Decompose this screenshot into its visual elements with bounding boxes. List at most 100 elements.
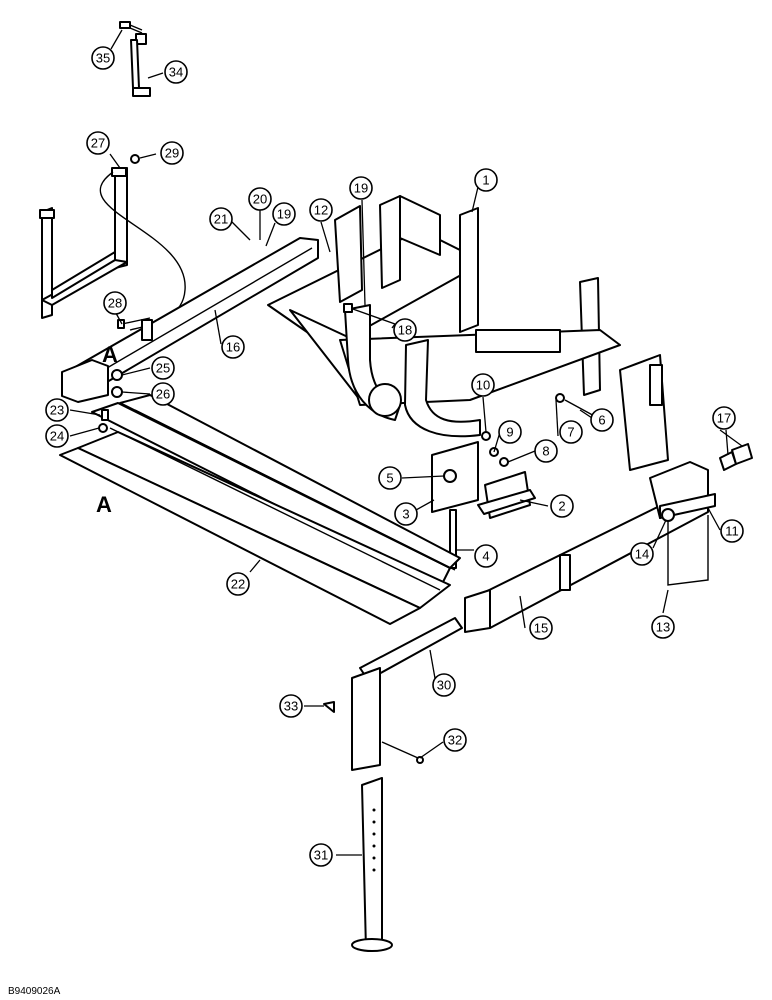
part-25-26-nuts: [111, 369, 123, 398]
callout-29: 29: [160, 141, 184, 165]
svg-text:5: 5: [386, 471, 393, 486]
svg-text:15: 15: [534, 621, 548, 636]
svg-text:16: 16: [226, 340, 240, 355]
svg-text:9: 9: [506, 425, 513, 440]
part-16-support-arm: [61, 237, 319, 403]
part-12-curved-leg: [344, 304, 481, 438]
svg-text:30: 30: [437, 678, 451, 693]
callout-10: 10: [471, 373, 495, 397]
svg-text:19: 19: [354, 181, 368, 196]
callout-28: 28: [103, 291, 127, 315]
svg-text:20: 20: [253, 192, 267, 207]
callout-16: 16: [221, 335, 245, 359]
callout-1: 1: [474, 168, 498, 192]
part-17-bushings: [719, 443, 753, 471]
callout-14: 14: [630, 542, 654, 566]
part-2-bracket: [477, 471, 536, 519]
svg-text:8: 8: [542, 444, 549, 459]
part-13-u-bolt: [667, 515, 709, 586]
callout-18: 18: [393, 318, 417, 342]
svg-text:22: 22: [231, 577, 245, 592]
svg-text:1: 1: [482, 173, 489, 188]
part-15-support-arm: [464, 461, 709, 633]
callout-8: 8: [534, 439, 558, 463]
callout-31: 31: [309, 843, 333, 867]
svg-text:19: 19: [277, 207, 291, 222]
callout-27: 27: [86, 131, 110, 155]
part-24-washer: [98, 423, 108, 433]
svg-text:25: 25: [156, 361, 170, 376]
svg-text:11: 11: [725, 524, 739, 539]
callout-7: 7: [559, 420, 583, 444]
svg-text:10: 10: [476, 378, 490, 393]
callout-3: 3: [394, 502, 418, 526]
svg-text:33: 33: [284, 699, 298, 714]
part-27-step-frame: [39, 167, 128, 319]
part-18-pin: [343, 303, 396, 325]
svg-text:6: 6: [598, 413, 605, 428]
callout-21: 21: [209, 207, 233, 231]
svg-text:31: 31: [314, 848, 328, 863]
callout-20: 20: [248, 187, 272, 211]
callout-4: 4: [474, 544, 498, 568]
svg-text:3: 3: [402, 507, 409, 522]
leader-lines: [69, 29, 743, 856]
callout-5: 5: [378, 466, 402, 490]
callout-15: 15: [529, 616, 553, 640]
ref-mark-a-lower: A: [96, 492, 112, 517]
part-7-washer: [555, 393, 565, 403]
svg-text:28: 28: [108, 296, 122, 311]
callout-6: 6: [590, 408, 614, 432]
ref-mark-a-upper: A: [102, 342, 118, 367]
part-34-bracket: [130, 33, 151, 97]
svg-text:35: 35: [96, 51, 110, 66]
svg-text:17: 17: [717, 411, 731, 426]
callout-12: 12: [309, 198, 333, 222]
svg-text:18: 18: [398, 323, 412, 338]
svg-text:21: 21: [214, 212, 228, 227]
part-1-upright: [475, 329, 561, 353]
part-31-leg-post: [351, 777, 393, 952]
callout-2: 2: [550, 494, 574, 518]
callout-34: 34: [164, 60, 188, 84]
callout-26: 26: [151, 382, 175, 406]
svg-text:13: 13: [656, 620, 670, 635]
callout-24: 24: [45, 424, 69, 448]
callout-11: 11: [720, 519, 744, 543]
figure-id: B9409026A: [8, 986, 61, 997]
part-22-step-plate: [59, 394, 461, 625]
callout-32: 32: [443, 728, 467, 752]
callout-22: 22: [226, 572, 250, 596]
svg-text:7: 7: [567, 425, 574, 440]
part-23-bolt: [101, 409, 109, 421]
callout-19-upper: 19: [349, 176, 373, 200]
part-32-pin: [381, 741, 424, 764]
svg-text:12: 12: [314, 203, 328, 218]
part-29-nut: [130, 154, 140, 164]
part-14-nut: [661, 508, 675, 522]
callout-33: 33: [279, 694, 303, 718]
svg-text:23: 23: [50, 403, 64, 418]
callout-30: 30: [432, 673, 456, 697]
part-upper-leg-tube: [351, 667, 381, 771]
svg-text:29: 29: [165, 146, 179, 161]
svg-text:14: 14: [635, 547, 649, 562]
svg-text:4: 4: [482, 549, 489, 564]
callout-13: 13: [651, 615, 675, 639]
part-5-nut: [443, 469, 457, 483]
svg-text:24: 24: [50, 429, 64, 444]
callout-19-lower: 19: [272, 202, 296, 226]
svg-text:2: 2: [558, 499, 565, 514]
callout-23: 23: [45, 398, 69, 422]
callout-17: 17: [712, 406, 736, 430]
part-28-bolt: [117, 317, 151, 329]
callout-25: 25: [151, 356, 175, 380]
part-12-main-frame: [267, 195, 669, 471]
callout-9: 9: [498, 420, 522, 444]
callout-35: 35: [91, 46, 115, 70]
part-35-bolt: [119, 21, 143, 34]
svg-text:32: 32: [448, 733, 462, 748]
svg-text:34: 34: [169, 65, 183, 80]
svg-text:26: 26: [156, 387, 170, 402]
